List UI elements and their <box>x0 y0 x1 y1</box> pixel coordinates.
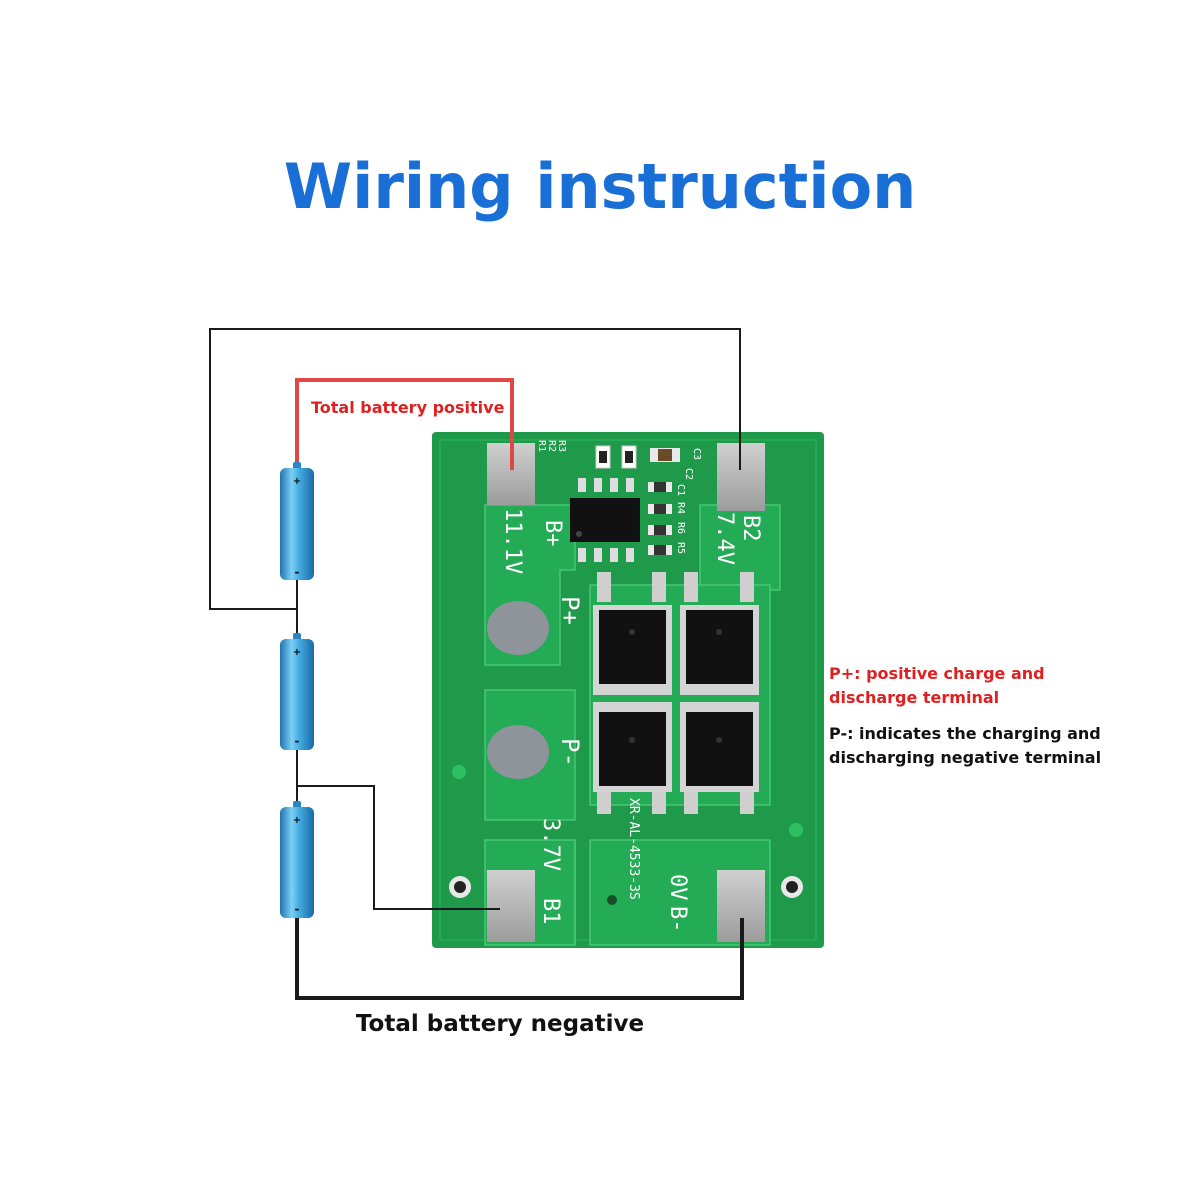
silk-0v: 0V <box>665 874 690 901</box>
mounting-holes <box>449 765 803 905</box>
battery-plus-label: + <box>293 647 301 658</box>
note-p-minus-line-1: P-: indicates the charging and <box>829 724 1101 743</box>
note-p-plus-line-2: discharge terminal <box>829 688 1000 707</box>
silk-11v: 11.1V <box>500 508 525 574</box>
battery-plus-label: + <box>293 476 301 487</box>
silk-part-number: XR-AL-4533-3S <box>626 798 641 900</box>
silk-c3: C3 <box>691 448 702 460</box>
silk-r1: R1 <box>536 440 547 452</box>
silk-74v: 7.4V <box>712 512 737 565</box>
note-p-plus-line-1: P+: positive charge and <box>829 664 1045 683</box>
silk-c1: C1 <box>675 484 686 496</box>
wire-total-positive <box>295 378 514 470</box>
bms-board: B+ 11.1V B2 7.4V P+ P- 3.7V B1 XR-AL-453… <box>432 432 824 948</box>
battery-cell-3: + - <box>280 801 314 918</box>
silk-r4: R4 <box>675 502 686 514</box>
pad-p-plus <box>487 601 549 655</box>
note-p-minus-line-2: discharging negative terminal <box>829 748 1102 767</box>
battery-plus-label: + <box>293 815 301 826</box>
label-total-battery-positive: Total battery positive <box>311 398 505 417</box>
mosfets <box>593 572 759 814</box>
battery-minus-label: - <box>295 902 300 916</box>
battery-cell-2: + - <box>280 633 314 750</box>
smd-components <box>595 445 680 555</box>
pad-b1 <box>487 870 535 942</box>
pad-p-minus <box>487 725 549 779</box>
wire-b2 <box>209 328 741 610</box>
silk-b1: B1 <box>538 898 563 925</box>
battery-cell-1: + - <box>280 462 314 580</box>
wire-b1 <box>297 785 500 910</box>
battery-minus-label: - <box>295 734 300 748</box>
silk-b-plus: B+ <box>540 520 565 547</box>
note-p-plus: P+: positive charge and discharge termin… <box>829 662 1045 710</box>
silk-r3: R3 <box>556 440 567 452</box>
silk-b2: B2 <box>738 515 763 542</box>
silk-r2: R2 <box>546 440 557 452</box>
protection-ic <box>570 478 640 562</box>
silk-r6: R6 <box>675 522 686 534</box>
silk-p-plus: P+ <box>556 596 584 625</box>
note-p-minus: P-: indicates the charging and dischargi… <box>829 722 1101 770</box>
silk-b-minus: B- <box>665 906 690 933</box>
silk-r5: R5 <box>675 542 686 554</box>
battery-minus-label: - <box>295 565 300 579</box>
silk-c2: C2 <box>683 468 694 480</box>
silk-p-minus: P- <box>556 738 584 767</box>
silk-37v: 3.7V <box>538 818 563 871</box>
wire-total-negative <box>295 918 744 1000</box>
label-total-battery-negative: Total battery negative <box>355 1011 645 1037</box>
page-title: Wiring instruction <box>283 150 917 223</box>
